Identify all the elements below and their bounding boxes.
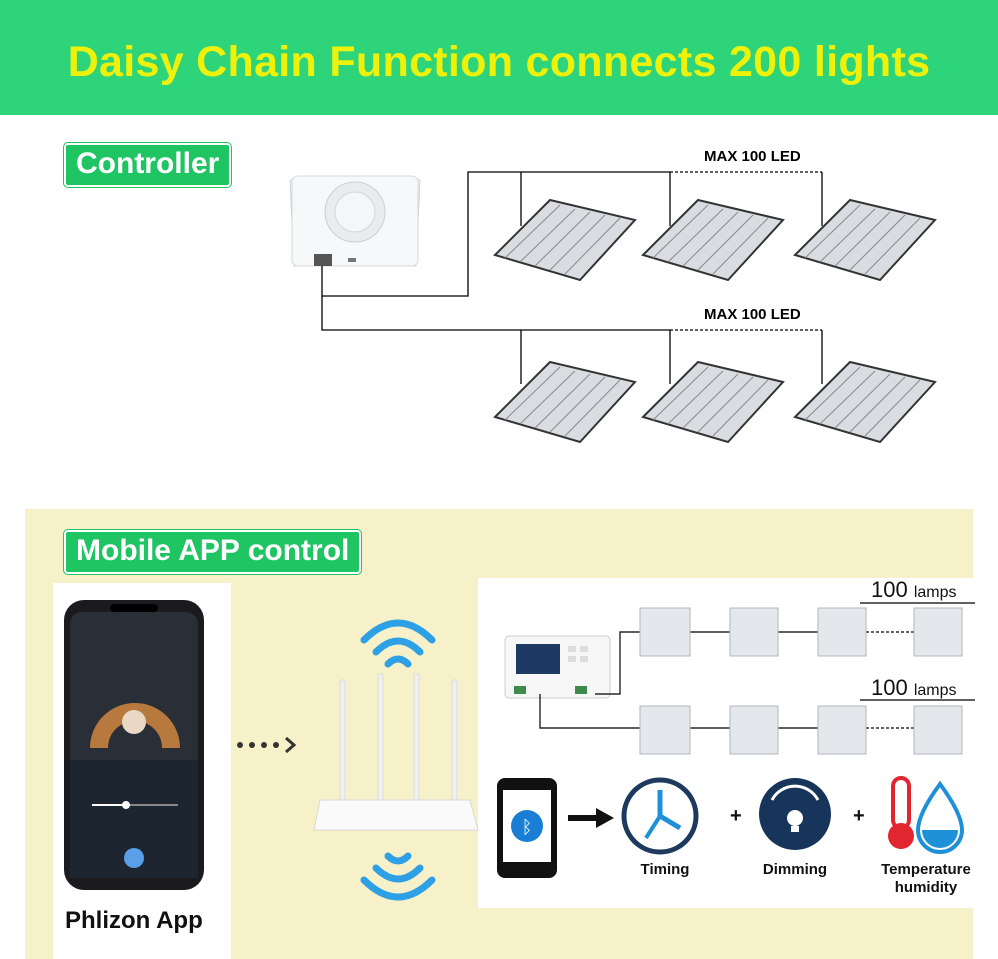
feature-dimming-label: Dimming <box>762 861 828 878</box>
plus-sign: + <box>853 805 865 827</box>
plus-sign: + <box>730 805 742 827</box>
lamp-row-2 <box>639 705 963 755</box>
bluetooth-phone-icon: ᛒ <box>497 778 557 878</box>
banner-title: Daisy Chain Function connects 200 lights <box>67 38 931 86</box>
lamp-wiring <box>539 602 975 729</box>
grow-light <box>793 198 937 282</box>
phone-mockup <box>64 600 204 890</box>
wifi-signal-icon <box>360 619 436 668</box>
lamp-count-row-2: 100 lamps <box>871 675 957 701</box>
lamp-diagram-card <box>478 578 975 908</box>
lamp-controller-device <box>504 635 611 699</box>
grow-light <box>641 360 785 444</box>
dots-arrow-icon <box>237 736 297 754</box>
controller-device <box>289 175 421 267</box>
lamp-count-unit: lamps <box>913 584 957 601</box>
title-banner: Daisy Chain Function connects 200 lights <box>0 0 998 115</box>
grow-light <box>793 360 937 444</box>
app-name-label: Phlizon App <box>65 907 203 934</box>
grow-light <box>493 360 637 444</box>
mobile-app-tag: Mobile APP control <box>64 530 362 574</box>
feature-temperature-label: Temperature humidity <box>881 861 971 896</box>
grow-light-row-2 <box>493 360 937 444</box>
controller-screen <box>516 644 560 674</box>
router-icon <box>313 673 479 831</box>
thermometer-water-drop-icon <box>888 776 965 854</box>
lamp-count-row-1: 100 lamps <box>871 577 957 603</box>
feature-timing-label: Timing <box>640 861 690 878</box>
bulb-icon <box>122 710 146 734</box>
power-button-icon <box>124 848 144 868</box>
grow-light-row-1 <box>493 198 937 282</box>
controller-tag: Controller <box>64 143 232 187</box>
brightness-slider <box>122 801 130 809</box>
dimming-bulb-icon <box>759 778 831 850</box>
grow-light <box>493 198 637 282</box>
daisy-chain-wiring <box>321 171 823 384</box>
lamp-row-1 <box>639 607 963 657</box>
arrow-right-icon <box>568 808 614 828</box>
lamp-count-unit: lamps <box>913 682 957 699</box>
wifi-signal-icon <box>360 852 436 901</box>
clock-icon <box>621 777 699 855</box>
max-led-label-2: MAX 100 LED <box>704 306 801 323</box>
lamp-count-value: 100 <box>871 577 908 602</box>
grow-light <box>641 198 785 282</box>
svg-text:ᛒ: ᛒ <box>522 817 533 838</box>
lamp-count-value: 100 <box>871 675 908 700</box>
max-led-label-1: MAX 100 LED <box>704 148 801 165</box>
